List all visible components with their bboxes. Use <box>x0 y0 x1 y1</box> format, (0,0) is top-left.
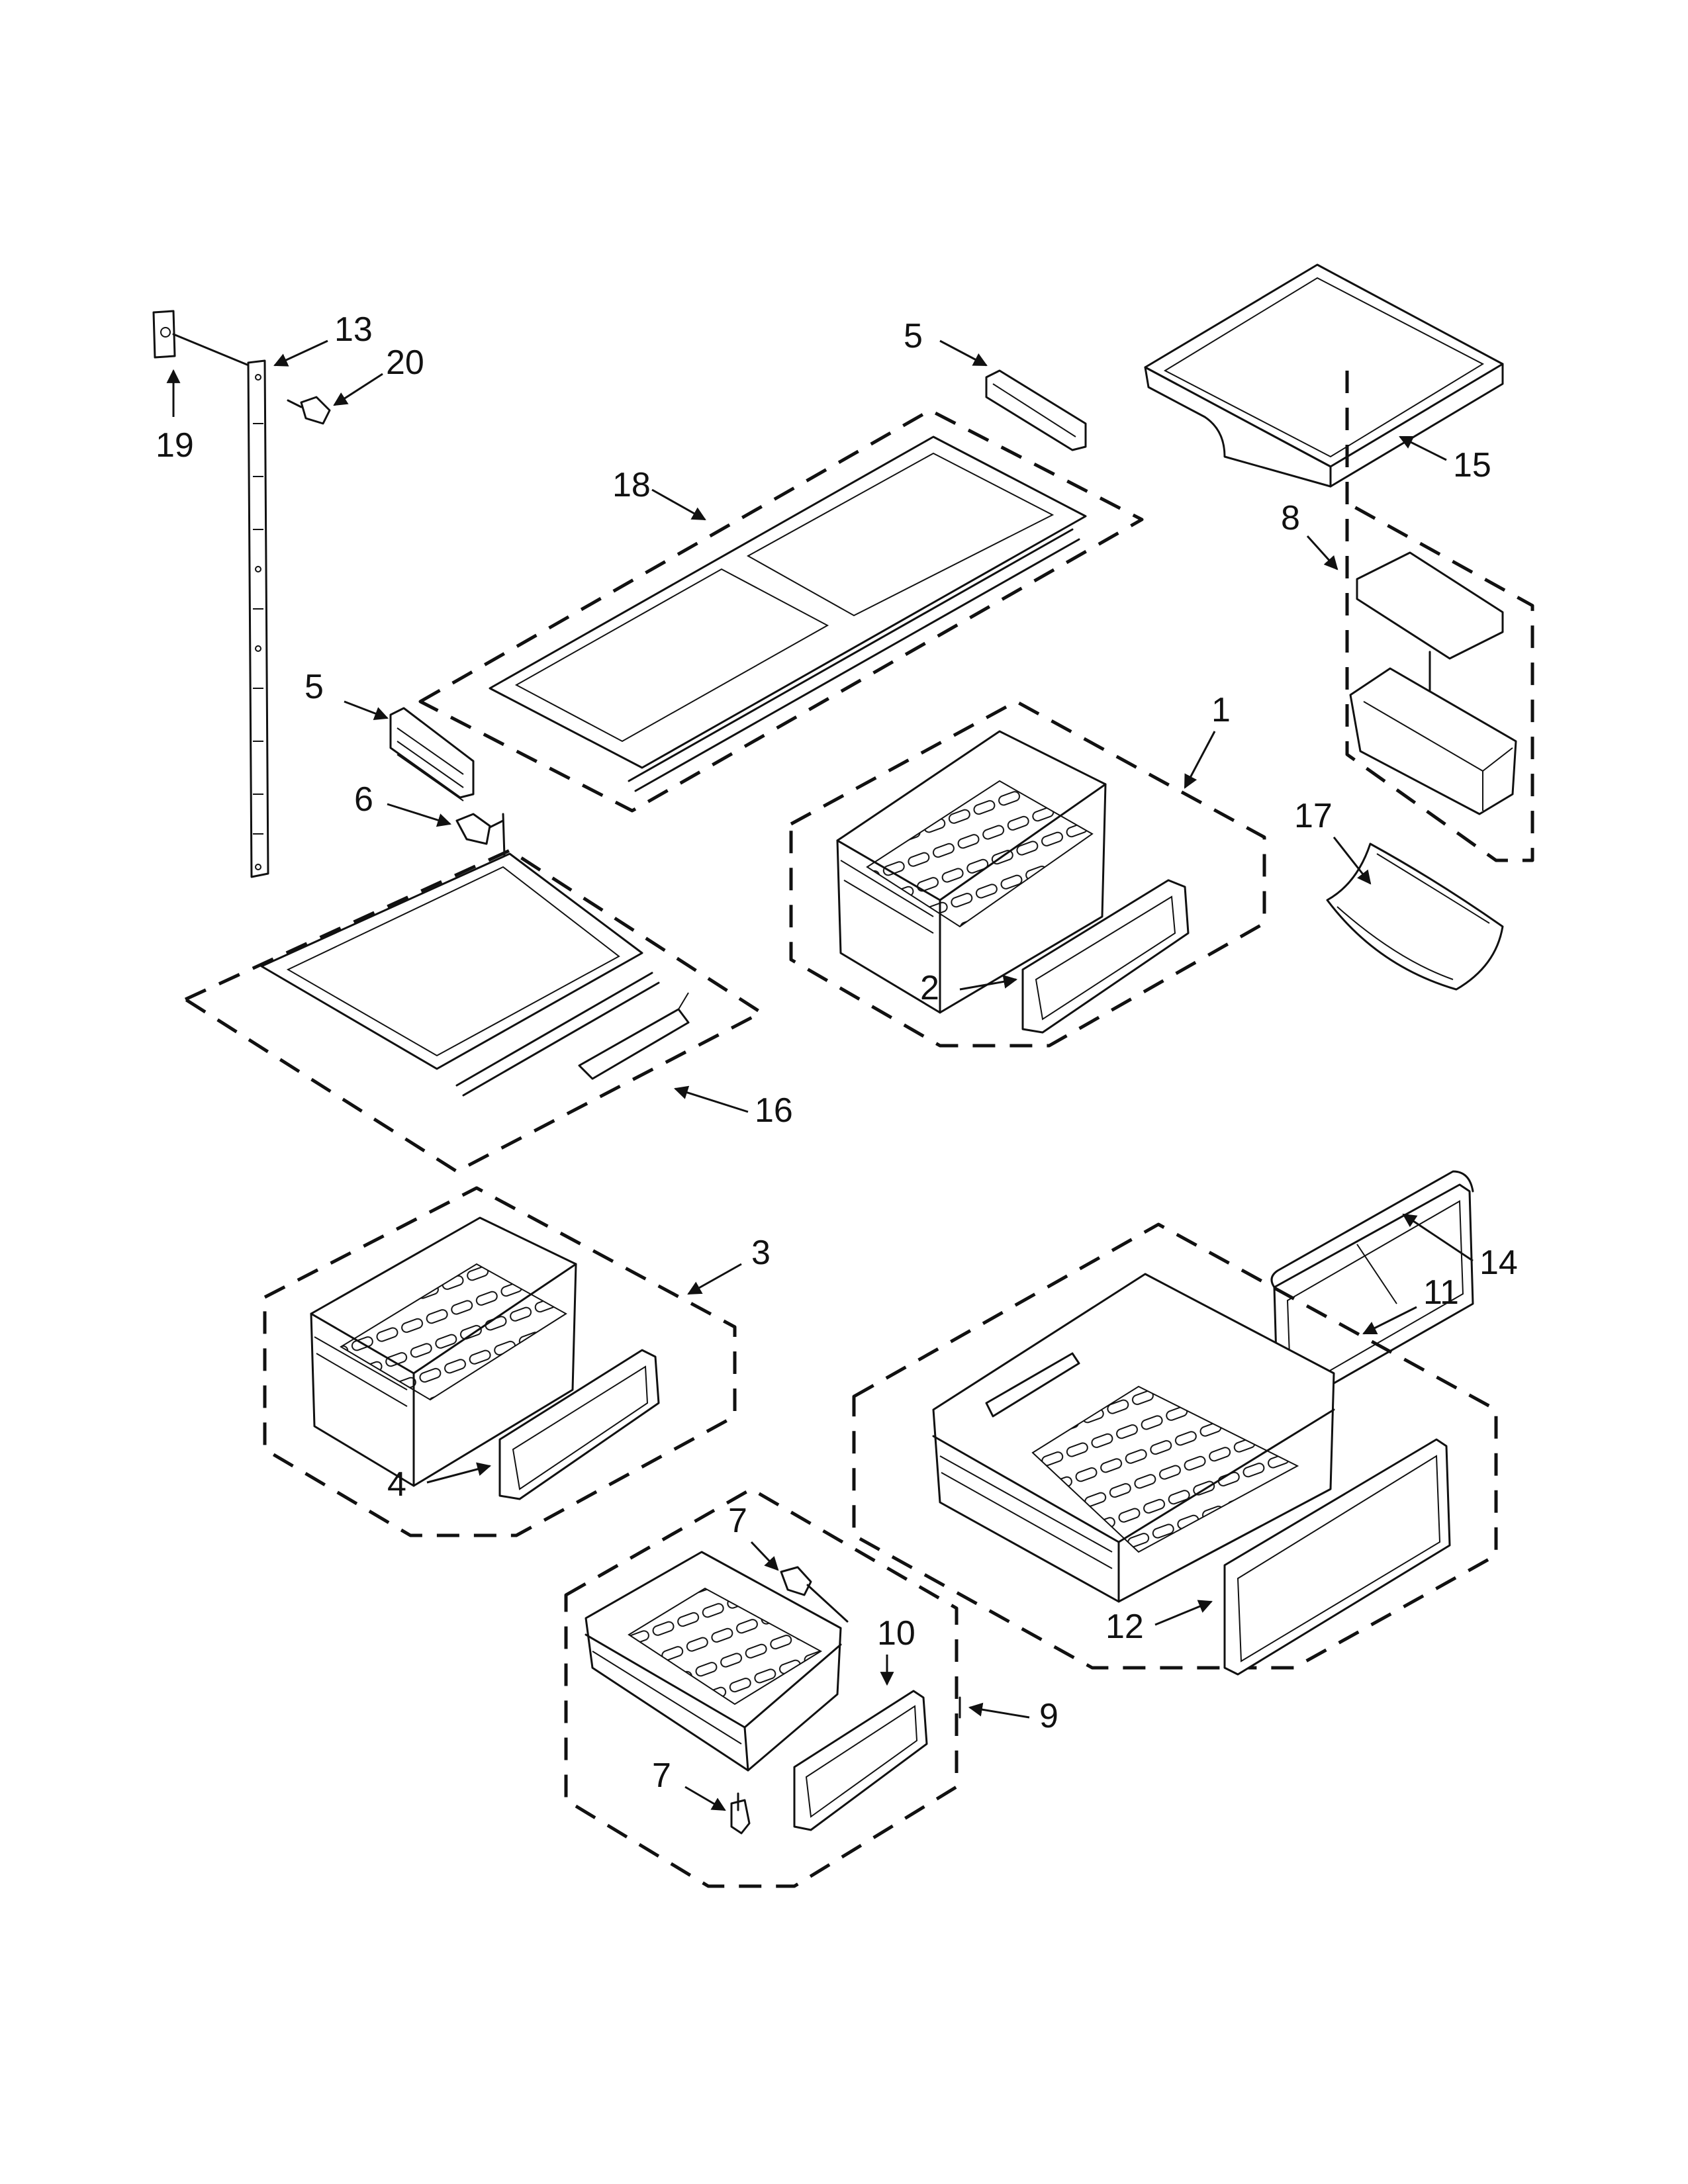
callouts: 19 13 20 5 15 18 8 5 1 6 17 2 16 3 14 11 <box>156 310 1518 1811</box>
drawer-front-2 <box>1021 879 1190 1034</box>
group-boundary-1 <box>789 700 1266 1048</box>
drawer-front-4 <box>498 1349 660 1500</box>
group-boundary-11 <box>852 1222 1498 1670</box>
shelf-ladder-rail <box>152 310 331 878</box>
callout-10: 10 <box>877 1614 915 1653</box>
crisper-drawer-3 <box>310 1216 577 1487</box>
group-boundary-9 <box>564 1487 959 1888</box>
drawer-front-12 <box>1223 1438 1451 1676</box>
callout-9: 9 <box>1039 1697 1058 1735</box>
callout-1: 1 <box>1211 691 1231 729</box>
group-boundary-8 <box>1345 371 1534 862</box>
shelf-bracket-5-upper <box>985 369 1087 451</box>
callout-17: 17 <box>1294 797 1333 835</box>
callout-11: 11 <box>1423 1273 1459 1312</box>
shelf-bracket-5-lower <box>389 707 475 801</box>
callout-16: 16 <box>755 1091 793 1130</box>
pantry-drawer-11 <box>932 1273 1335 1603</box>
callout-15: 15 <box>1453 446 1491 484</box>
callout-18: 18 <box>612 466 651 504</box>
callout-20: 20 <box>386 343 424 382</box>
callout-19: 19 <box>156 426 194 465</box>
callout-8: 8 <box>1281 499 1300 537</box>
callout-6: 6 <box>354 780 373 819</box>
callout-12: 12 <box>1105 1608 1144 1646</box>
lower-glass-shelf <box>260 852 690 1097</box>
door-bin-with-cover <box>1349 551 1517 815</box>
rail-cap-19 <box>152 310 176 359</box>
rail-13 <box>247 359 269 878</box>
small-drawer-9 <box>585 1551 842 1772</box>
callout-2: 2 <box>920 969 939 1007</box>
crisper-divider-17 <box>1326 842 1504 991</box>
callout-14: 14 <box>1479 1244 1518 1282</box>
callout-5-upper: 5 <box>904 317 923 355</box>
group-boundary-16 <box>183 848 763 1173</box>
drawer-front-10 <box>793 1690 928 1831</box>
slide-out-shelf <box>1144 263 1504 488</box>
upper-glass-shelf <box>489 435 1087 792</box>
screw-20 <box>300 396 331 425</box>
callout-13: 13 <box>334 310 373 349</box>
group-boundary-3 <box>263 1186 737 1537</box>
crisper-drawer-1 <box>836 730 1107 1014</box>
group-boundary-18 <box>418 408 1144 813</box>
callout-7-upper: 7 <box>728 1502 747 1540</box>
screw-7-lower <box>730 1792 751 1835</box>
screw-7-upper <box>780 1566 849 1623</box>
callout-4: 4 <box>387 1465 406 1504</box>
callout-7-lower: 7 <box>652 1756 671 1795</box>
callout-3: 3 <box>751 1234 771 1272</box>
callout-5-lower: 5 <box>305 668 324 706</box>
